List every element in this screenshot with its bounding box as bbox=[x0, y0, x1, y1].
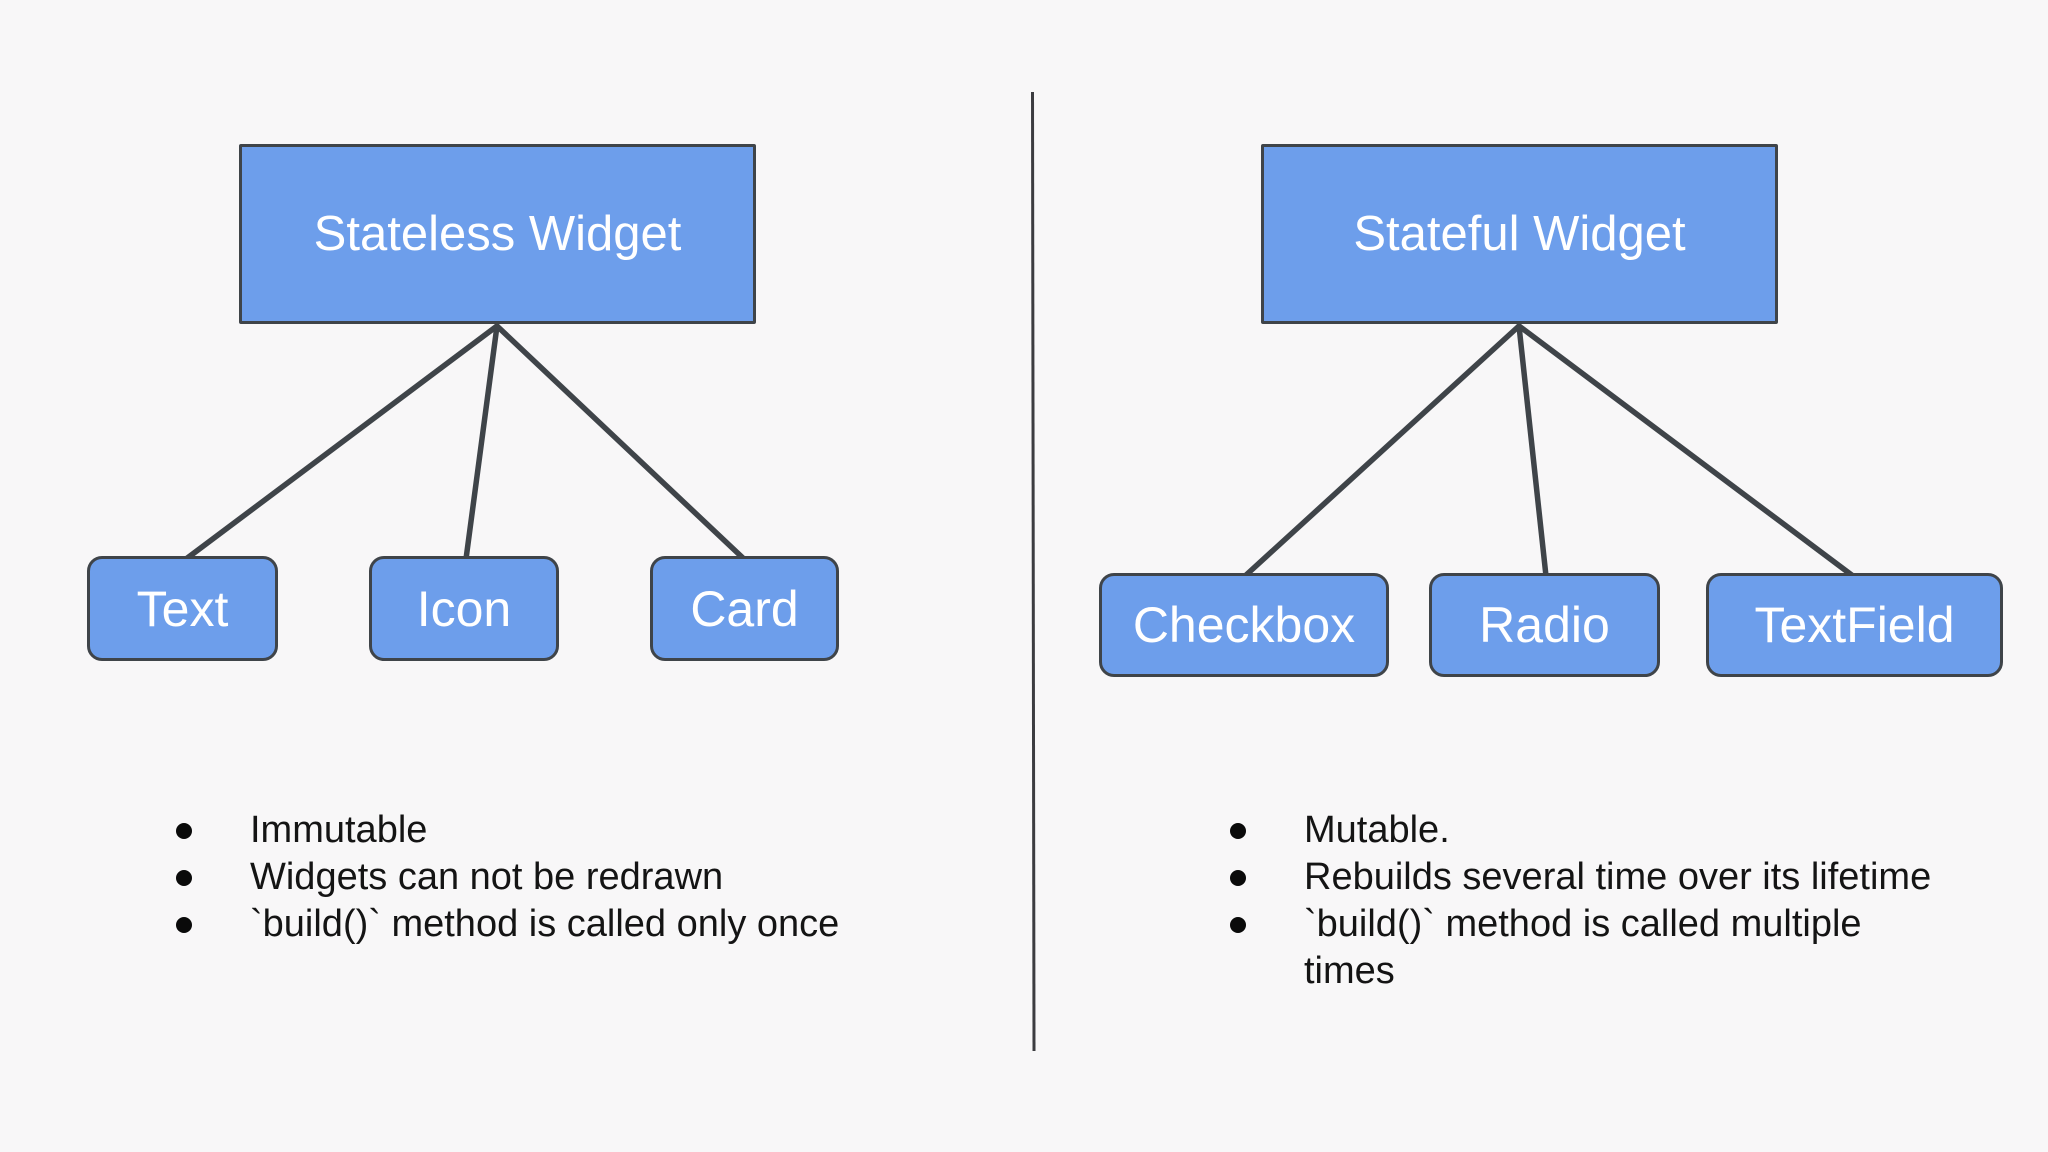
bullet-text: `build()` method is called multiple time… bbox=[1304, 903, 1862, 992]
panel-divider-line bbox=[1031, 91, 1036, 1052]
bullet-item: Mutable. bbox=[1230, 807, 1940, 854]
edge-stateless-card bbox=[494, 323, 747, 562]
edge-stateful-textfield bbox=[1516, 323, 1856, 579]
bullet-item: `build()` method is called only once bbox=[176, 901, 940, 948]
edge-stateless-text bbox=[183, 323, 500, 562]
stateful-widget-node: Stateful Widget bbox=[1261, 144, 1778, 324]
edge-stateful-radio bbox=[1516, 323, 1549, 579]
child-node-text: Text bbox=[87, 556, 278, 661]
bullet-item: Immutable bbox=[176, 807, 940, 854]
bullet-dot-icon bbox=[1230, 823, 1246, 839]
child-node-icon: Icon bbox=[369, 556, 559, 661]
bullet-item: Widgets can not be redrawn bbox=[176, 854, 940, 901]
child-node-textfield: TextField bbox=[1706, 573, 2003, 677]
bullet-item: Rebuilds several time over its lifetime bbox=[1230, 854, 1940, 901]
stateless-widget-node: Stateless Widget bbox=[239, 144, 756, 324]
bullet-text: Immutable bbox=[250, 809, 428, 851]
edge-stateful-checkbox bbox=[1242, 323, 1522, 579]
edge-stateless-icon bbox=[463, 323, 500, 562]
bullet-text: `build()` method is called only once bbox=[250, 903, 840, 945]
bullet-dot-icon bbox=[176, 823, 192, 839]
bullet-dot-icon bbox=[1230, 917, 1246, 933]
bullet-item: `build()` method is called multiple time… bbox=[1230, 901, 1940, 995]
bullet-dot-icon bbox=[1230, 870, 1246, 886]
stateless-bullet-list: Immutable Widgets can not be redrawn `bu… bbox=[176, 807, 940, 948]
bullet-text: Rebuilds several time over its lifetime bbox=[1304, 856, 1932, 898]
stateful-bullet-list: Mutable. Rebuilds several time over its … bbox=[1230, 807, 1940, 995]
child-node-checkbox: Checkbox bbox=[1099, 573, 1389, 677]
child-node-radio: Radio bbox=[1429, 573, 1660, 677]
bullet-dot-icon bbox=[176, 917, 192, 933]
bullet-dot-icon bbox=[176, 870, 192, 886]
child-node-card: Card bbox=[650, 556, 839, 661]
bullet-text: Mutable. bbox=[1304, 809, 1450, 851]
bullet-text: Widgets can not be redrawn bbox=[250, 856, 724, 898]
